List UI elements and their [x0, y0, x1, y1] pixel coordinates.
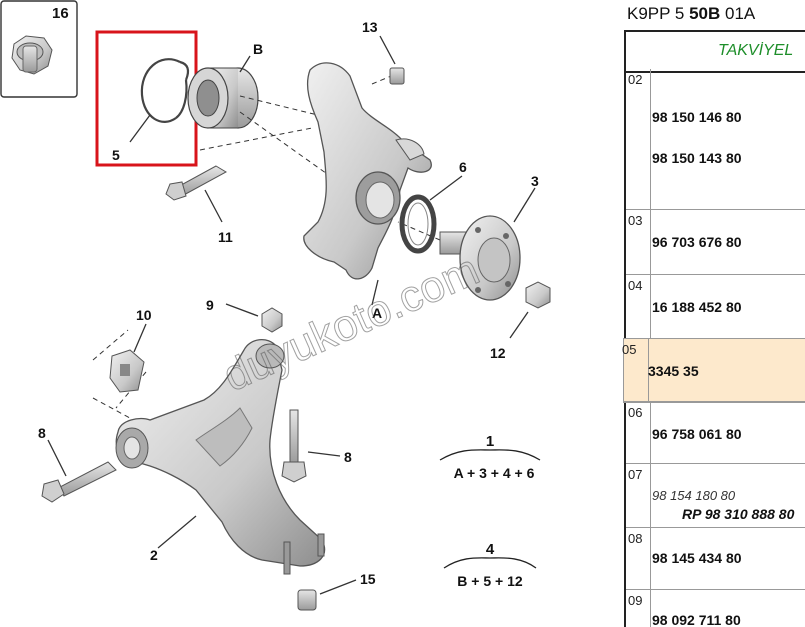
- parts-row-04[interactable]: 04 16 188 452 80: [626, 275, 805, 339]
- wheel-bearing-part-B[interactable]: [187, 67, 259, 129]
- lower-control-arm-part-2[interactable]: [115, 339, 326, 575]
- callout-8-right: 8: [344, 449, 352, 465]
- highlight-box-part-5: [95, 30, 198, 167]
- bolt-part-8-left[interactable]: [41, 461, 117, 503]
- part-number[interactable]: 96 703 676 80: [652, 234, 742, 250]
- nut-part-15[interactable]: [297, 589, 317, 611]
- callout-6: 6: [459, 159, 467, 175]
- bolt-part-11[interactable]: [165, 165, 228, 201]
- parts-row-09[interactable]: 09 98 092 711 80: [626, 590, 805, 627]
- bolt-part-8-right[interactable]: [281, 409, 307, 483]
- group-4-formula: B + 5 + 12: [457, 573, 523, 589]
- model-header: K9PP 5 50B 01A: [627, 4, 756, 23]
- steering-knuckle-part-A[interactable]: [303, 62, 432, 280]
- nut-part-13[interactable]: [389, 67, 405, 85]
- row-number: 06: [628, 405, 643, 420]
- callout-13: 13: [362, 19, 378, 35]
- callout-11: 11: [218, 229, 233, 245]
- header-box: [624, 30, 805, 73]
- parts-row-08[interactable]: 08 98 145 434 80: [626, 528, 805, 590]
- part-number[interactable]: 16 188 452 80: [652, 299, 742, 315]
- parts-row-03[interactable]: 03 96 703 676 80: [626, 210, 805, 275]
- callout-3: 3: [531, 173, 539, 189]
- part-number[interactable]: 98 150 146 80: [652, 109, 742, 125]
- callout-12: 12: [490, 345, 506, 361]
- row-number: 02: [628, 72, 643, 87]
- part-number[interactable]: 3345 35: [648, 363, 699, 379]
- nut-part-9[interactable]: [261, 307, 283, 333]
- row-number: 04: [628, 278, 643, 293]
- callout-10: 10: [136, 307, 152, 323]
- row-number: 08: [628, 531, 643, 546]
- callout-A: A: [372, 305, 382, 321]
- group-4-legend: 4 B + 5 + 12: [443, 541, 537, 589]
- suspension-exploded-diagram: 16 5 B A: [0, 0, 551, 611]
- part-number[interactable]: 96 758 061 80: [652, 426, 742, 442]
- part-number[interactable]: 98 145 434 80: [652, 550, 742, 566]
- callout-B: B: [253, 41, 263, 57]
- row-number: 03: [628, 213, 643, 228]
- group-1-formula: A + 3 + 4 + 6: [454, 465, 535, 481]
- row-number: 07: [628, 467, 643, 482]
- group-1-number: 1: [486, 433, 494, 450]
- replacement-part-number[interactable]: RP 98 310 888 80: [682, 506, 795, 522]
- seal-ring-part-6[interactable]: [399, 194, 437, 254]
- part-16-thumbnail[interactable]: 16: [0, 0, 78, 98]
- parts-row-05-highlighted[interactable]: 05 3345 35: [622, 338, 805, 403]
- row-number: 05: [622, 342, 637, 357]
- callout-16: 16: [52, 5, 69, 22]
- parts-list-panel: K9PP 5 50B 01A TAKVİYEL 02 98 150 146 80…: [615, 0, 805, 627]
- group-1-legend: 1 A + 3 + 4 + 6: [439, 433, 541, 481]
- row-number: 09: [628, 593, 643, 608]
- part-number[interactable]: 98 150 143 80: [652, 150, 742, 166]
- callout-15: 15: [360, 571, 376, 587]
- takviye-label: TAKVİYEL: [718, 42, 794, 59]
- callout-8-left: 8: [38, 425, 46, 441]
- parts-row-07[interactable]: 07 98 154 180 80 RP 98 310 888 80: [626, 464, 805, 528]
- part-number-superseded[interactable]: 98 154 180 80: [652, 488, 736, 503]
- part-number[interactable]: 98 092 711 80: [652, 612, 741, 627]
- callout-2: 2: [150, 547, 158, 563]
- parts-row-02[interactable]: 02 98 150 146 80 98 150 143 80: [626, 69, 805, 210]
- callout-5: 5: [112, 147, 120, 163]
- wheel-hub-part-3[interactable]: [439, 215, 521, 301]
- hub-nut-part-12[interactable]: [525, 281, 551, 309]
- circlip-part-5[interactable]: [140, 58, 190, 123]
- bracket-part-10[interactable]: [109, 349, 145, 393]
- callout-9: 9: [206, 297, 214, 313]
- parts-row-06[interactable]: 06 96 758 061 80: [626, 402, 805, 464]
- group-4-number: 4: [486, 541, 495, 558]
